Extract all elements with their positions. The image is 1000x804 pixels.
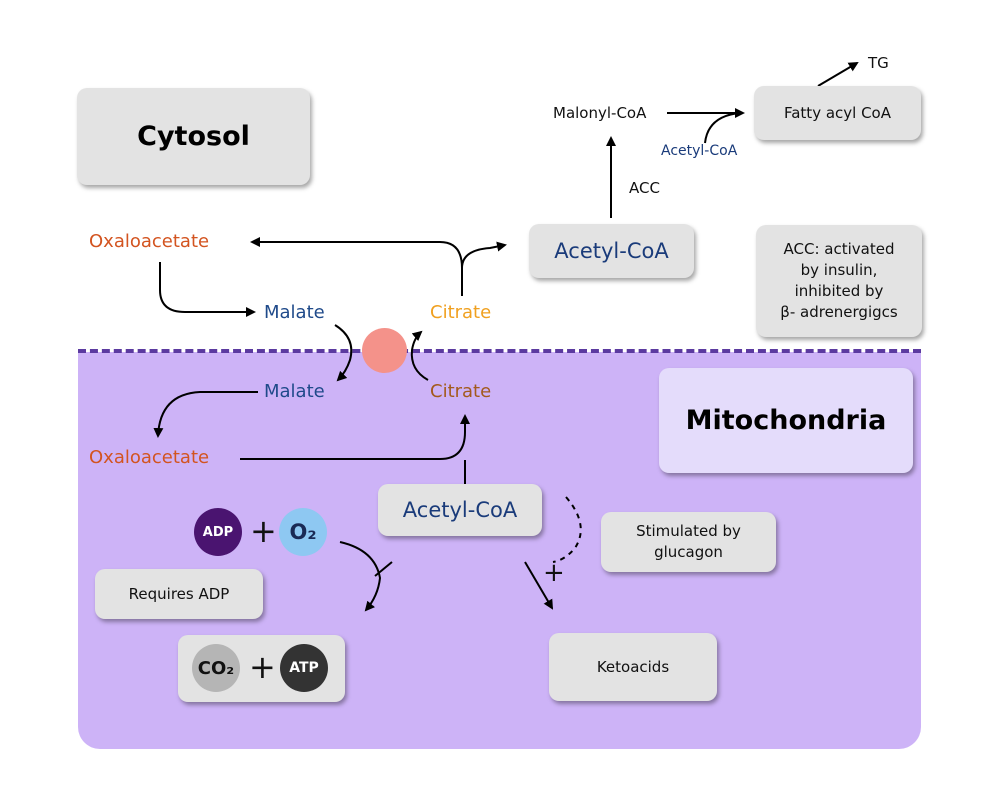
label-atp: ATP [289, 660, 319, 676]
label-fatty-acyl-coa: Fatty acyl CoA [783, 104, 891, 122]
atp-circle: ATP [280, 644, 328, 692]
label-acetyl-coa-cytosol: Acetyl-CoA [554, 239, 669, 263]
acetyl-coa-cytosol-box: Acetyl-CoA [529, 224, 694, 278]
label-acc: ACC [629, 179, 660, 197]
acc-note-line-3: inhibited by [794, 282, 884, 300]
mitochondria-title: Mitochondria [685, 405, 887, 436]
arrow-malate-to-oxaloacetate-mito [153, 391, 258, 438]
label-ketoacids: Ketoacids [596, 658, 670, 676]
cytosol-title-box: Cytosol [77, 88, 310, 185]
arrow-malate-transport [334, 324, 353, 382]
arrow-oxphos-tick [374, 561, 393, 577]
co2-circle: CO₂ [192, 644, 240, 692]
label-requires-adp: Requires ADP [128, 585, 230, 603]
label-citrate-mito: Citrate [430, 381, 492, 402]
label-malonyl-coa: Malonyl-CoA [553, 104, 647, 122]
arrow-glucagon-stimulation [552, 496, 582, 563]
arrow-acetylcoa-join [704, 112, 741, 144]
fatty-acyl-coa-box: Fatty acyl CoA [754, 86, 921, 140]
mitochondrial-membrane [78, 349, 921, 353]
arrow-citrate-to-acetylcoa [461, 241, 507, 269]
adp-circle: ADP [194, 508, 242, 556]
label-citrate-cytosol: Citrate [430, 302, 492, 323]
label-o2: O₂ [289, 520, 317, 544]
acetyl-coa-mito-box: Acetyl-CoA [378, 484, 542, 536]
arrow-citrate-transport [410, 330, 429, 381]
label-acetyl-coa-small: Acetyl-CoA [661, 143, 738, 159]
acc-note-line-2: by insulin, [800, 261, 878, 279]
stimulated-line-2: glucagon [654, 543, 723, 561]
plus-co2-atp: + [249, 648, 276, 686]
label-oxaloacetate-mito: Oxaloacetate [89, 447, 210, 468]
label-acetyl-coa-mito: Acetyl-CoA [402, 498, 518, 522]
arrow-acetylcoa-to-ketoacids [524, 561, 554, 610]
mitochondria-title-box: Mitochondria [659, 368, 913, 473]
cytosol-title: Cytosol [137, 121, 250, 152]
acc-regulation-note: ACC: activated by insulin, inhibited by … [756, 225, 922, 337]
label-tg: TG [868, 54, 889, 72]
o2-circle: O₂ [279, 508, 327, 556]
mitochondrial-transporter [362, 328, 407, 373]
arrow-citrate-to-oxaloacetate [250, 237, 463, 296]
requires-adp-box: Requires ADP [95, 569, 263, 619]
label-malate-cytosol: Malate [264, 302, 325, 323]
acc-note-line-1: ACC: activated [783, 240, 895, 258]
arrow-oxaloacetate-to-citrate-mito [240, 414, 470, 460]
arrow-oxaloacetate-to-malate [159, 262, 256, 317]
co2-atp-box: CO₂ + ATP [178, 635, 345, 702]
acc-note-line-4: β- adrenergigcs [780, 303, 898, 321]
arrow-fattyacyl-to-tg [817, 61, 859, 87]
glucagon-plus: + [543, 558, 565, 588]
stimulated-line-1: Stimulated by [636, 522, 741, 540]
arrow-oxphos [339, 541, 382, 612]
label-oxaloacetate-cytosol: Oxaloacetate [89, 231, 210, 252]
label-adp: ADP [202, 524, 234, 540]
label-co2: CO₂ [197, 657, 235, 679]
label-malate-mito: Malate [264, 381, 325, 402]
ketoacids-box: Ketoacids [549, 633, 717, 701]
plus-adp-o2: + [250, 512, 277, 550]
stimulated-by-glucagon-box: Stimulated by glucagon [601, 512, 776, 572]
